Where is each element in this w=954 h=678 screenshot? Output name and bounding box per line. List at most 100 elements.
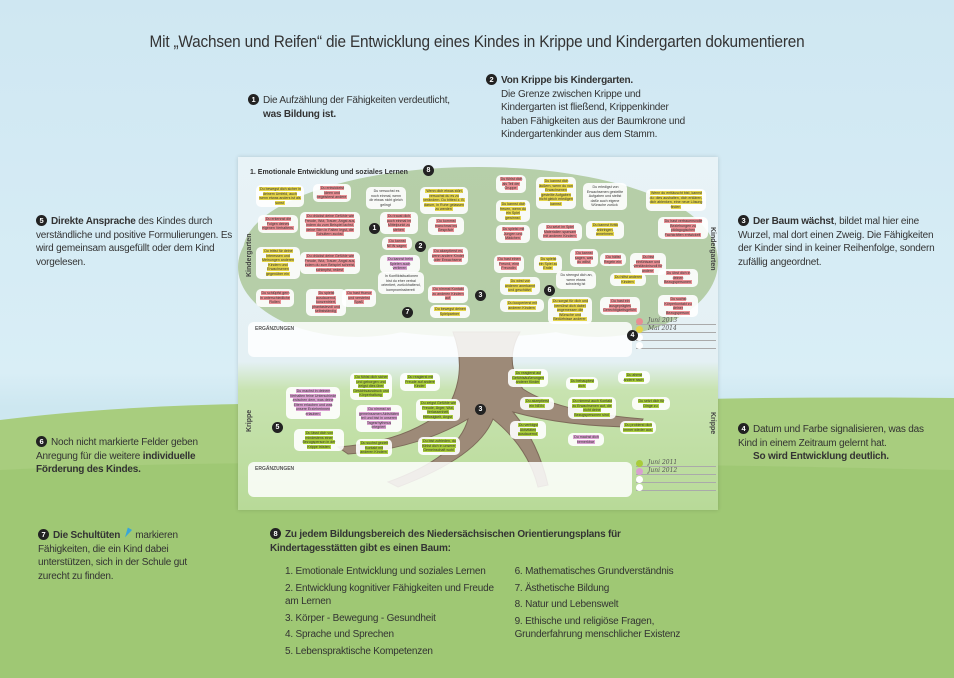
note-bold: Der Baum wächst [753, 216, 834, 227]
skill-leaf[interactable]: Du spielst ein Spiel zu Ende [534, 255, 562, 273]
skill-leaf[interactable]: Du drückst deine Gefühle wie Freude, Wut… [300, 252, 360, 275]
skill-leaf[interactable]: Du nimmst auch Kontakt zu Erwachsenen au… [568, 397, 616, 420]
legend-date: Mai 2014 [648, 325, 677, 332]
skill-text: Du wirst von anderen anerkannt und gesch… [504, 279, 536, 293]
note-text: Die Grenze zwischen Krippe und Kindergar… [501, 88, 685, 141]
skill-leaf[interactable]: Du suchst gezielt Kontakt mit anderen Ki… [356, 439, 392, 457]
skill-leaf[interactable]: Wenn dich etwas stört, versuchst du es z… [420, 187, 468, 214]
skill-text: Du reagierst mit Freude auf andere Kinde… [405, 375, 435, 389]
skill-text: Du kannst beim Spielen auch verlieren [387, 257, 413, 271]
skill-leaf[interactable]: Du fühlst dich sicher und geborgen und z… [350, 373, 392, 400]
note-bold: was Bildung ist. [263, 108, 336, 120]
legend-row[interactable] [636, 475, 716, 483]
legend-row[interactable]: Juni 2011 [636, 459, 716, 467]
skill-leaf[interactable]: Du hast einen Freund, eine Freundin [494, 255, 524, 273]
legend-row[interactable] [636, 341, 716, 349]
skill-leaf[interactable]: Du bewegst dich sicher in deinem Umfeld,… [256, 185, 304, 208]
skill-leaf[interactable]: Du kannst NEIN sagen [382, 237, 412, 251]
skill-leaf[interactable]: Du kannst dich äußern, wenn du von Erwac… [536, 177, 576, 209]
skill-leaf[interactable]: Du verfolgst Aktivitäten ausdauernd [510, 421, 546, 439]
skill-leaf[interactable]: Du suchst Körperkontakt zu deiner Bezugs… [658, 295, 698, 318]
skill-leaf[interactable]: Du kommst manchmal ins Gespräch [428, 217, 464, 235]
skill-leaf[interactable]: Du entwickelst Ideen und begeisterst and… [313, 184, 351, 202]
skill-leaf[interactable]: Du bewegst deinen Spielpartner [430, 305, 470, 319]
skill-text: Du strengst dich an, wenn etwas schwieri… [560, 273, 593, 287]
skill-text: Wenn dich etwas stört, versuchst du es z… [423, 189, 465, 212]
skill-text: Du hast einen Freund, eine Freundin [497, 257, 521, 271]
skill-leaf[interactable]: In Konfliktsituationen bist du eher verb… [378, 272, 424, 295]
skill-text: Du probierst dich immer wieder aus [623, 423, 653, 432]
skill-leaf[interactable]: Du probierst dich immer wieder aus [620, 421, 656, 435]
skill-leaf[interactable]: Du akzeptierst ein NEIN [520, 397, 554, 411]
skill-leaf[interactable]: Du sorgst für dich und bemühst dich dabe… [548, 297, 592, 324]
skill-leaf[interactable]: Du bist einfühlsam und verständnisvoll f… [630, 253, 666, 276]
skill-text: Du akzeptierst es, wenn andere Kinder od… [431, 249, 465, 263]
skill-leaf[interactable]: Du zeigst Gefühle wie Freude, Ärger, Wut… [416, 399, 460, 422]
ergaenzungen-field-krippe[interactable]: ERGÄNZUNGEN [248, 462, 632, 497]
number-badge: 3 [475, 290, 486, 301]
skill-text: Du erledigst von Erwachsenen gestellte A… [586, 185, 624, 208]
skill-text: Du hast Humor und verstehst Spaß [346, 291, 372, 305]
skill-leaf[interactable]: Du kooperierst mit anderen Kindern [500, 299, 544, 313]
skill-text: Du nimmst an gemeinsamen Aktivitäten tei… [359, 407, 399, 430]
skill-leaf[interactable]: Du ahmst andere nach [618, 371, 650, 385]
skill-leaf[interactable]: Du hast vertrauensvolle Beziehungen zu p… [658, 217, 708, 240]
skill-text: Du übst dich in deinen Bezugspersonen [664, 271, 692, 285]
skill-leaf[interactable]: Du kannst dich freuen, wenn du ein Spiel… [496, 200, 530, 223]
skill-leaf[interactable]: Du hast ein ausgeprägtes Gerechtigkeitsg… [600, 297, 640, 315]
skill-leaf[interactable]: Du spielst mit Jungen und Mädchen [496, 225, 530, 243]
skill-leaf[interactable]: Du kannst sagen, was du willst [570, 249, 598, 267]
skill-text: Du akzeptierst ein NEIN [525, 399, 549, 408]
skill-leaf[interactable]: Du hältst Regeln ein [600, 253, 626, 267]
skill-text: Du bewegst deinen Spielpartner [434, 307, 466, 316]
color-dot [636, 326, 643, 333]
skill-leaf[interactable]: Du lässt dich von mindestens einer Bezug… [294, 429, 344, 452]
skill-leaf[interactable]: Du kannst Kritik anbringen, annehmen [586, 221, 624, 239]
skill-text: Du bewegst dich sicher in deinem Umfeld,… [259, 187, 301, 205]
skill-leaf[interactable]: Du setzt im Spiel Materialien sparsam mi… [538, 223, 582, 241]
skill-leaf[interactable]: Wenn du enttäuscht bist, kannst du: dies… [646, 189, 706, 212]
skill-leaf[interactable]: Du reagierst mit Freude auf andere Kinde… [400, 373, 440, 391]
skill-leaf[interactable]: Du behauptest dich [566, 377, 598, 391]
skill-text: Du trittst für deine Interessen und Mein… [262, 249, 294, 276]
skill-leaf[interactable]: Du reagierst auf Gefühlsäußerungen ander… [508, 369, 548, 387]
skill-leaf[interactable]: Du strengst dich an, wenn etwas schwieri… [556, 271, 596, 289]
skill-leaf[interactable]: Du nimmst an gemeinsamen Aktivitäten tei… [356, 405, 402, 432]
skill-leaf[interactable]: Du bist zufrieden, du fühlst dich in uns… [418, 437, 460, 455]
legend-row[interactable] [636, 333, 716, 341]
skill-leaf[interactable]: Du machst in deinem Verhalten feine Unte… [286, 387, 340, 419]
note-bold: Zu jedem Bildungsbereich des Niedersächs… [270, 529, 621, 554]
skill-leaf[interactable]: Du kannst beim Spielen auch verlieren [380, 255, 420, 273]
note-bold: individuelle Förderung des Kindes. [36, 450, 196, 476]
legend-row[interactable]: Mai 2014 [636, 325, 716, 333]
skill-leaf[interactable]: Du machst dich bemerkbar [568, 433, 604, 447]
skill-leaf[interactable]: Du erledigst von Erwachsenen gestellte A… [583, 183, 627, 210]
note-text: , bildet mal hier eine Wurzel, mal dort … [738, 216, 935, 268]
skill-leaf[interactable]: Du trittst für deine Interessen und Mein… [256, 247, 300, 279]
skill-leaf[interactable]: Du spielst ausdauernd, konzentriert, pha… [306, 289, 346, 316]
skill-leaf[interactable]: Du schlüpfst gern in unterschiedliche Ro… [256, 289, 294, 307]
label-krippe-left: Krippe [246, 409, 253, 432]
skill-leaf[interactable]: Du setzt dich für Dinge zu [632, 397, 670, 411]
skill-leaf[interactable]: Du erkennst die Folgen deines eigenen Ve… [258, 215, 298, 233]
skill-leaf[interactable]: Du wirst von anderen anerkannt und gesch… [500, 277, 540, 295]
skill-leaf[interactable]: Du übst dich in deinen Bezugspersonen [658, 269, 698, 287]
ergaenzungen-field-kindergarten[interactable]: ERGÄNZUNGEN [248, 322, 632, 357]
bildungsbereich-item: 6. Mathematisches Grundverständnis [514, 566, 674, 577]
legend-row[interactable]: Juni 2012 [636, 467, 716, 475]
skill-leaf[interactable]: Du fühlst dich als Teil der Gruppe [496, 175, 526, 193]
skill-leaf[interactable]: Du hilfst anderen Kindern [610, 273, 646, 287]
label-kindergarten-left: Kindergarten [246, 233, 253, 277]
legend-row[interactable]: Juni 2013 [636, 317, 716, 325]
skill-leaf[interactable]: Du nimmst Kontakt zu anderen Kindern auf [428, 285, 468, 303]
skill-leaf[interactable]: Du akzeptierst es, wenn andere Kinder od… [428, 247, 468, 265]
note-text: Die Aufzählung der Fähigkeiten verdeutli… [263, 95, 450, 106]
skill-leaf[interactable]: Du drückst deine Gefühle wie Freude, Wut… [300, 212, 360, 239]
skill-leaf[interactable]: Du versuchst es noch einmal, wenn dir et… [366, 187, 406, 210]
skill-leaf[interactable]: Du hast Humor und verstehst Spaß [342, 289, 376, 307]
legend-row[interactable] [636, 483, 716, 491]
number-badge: 7 [38, 529, 49, 540]
skill-leaf[interactable]: Du traust dich, auch einmal im Mittelpun… [380, 212, 418, 235]
